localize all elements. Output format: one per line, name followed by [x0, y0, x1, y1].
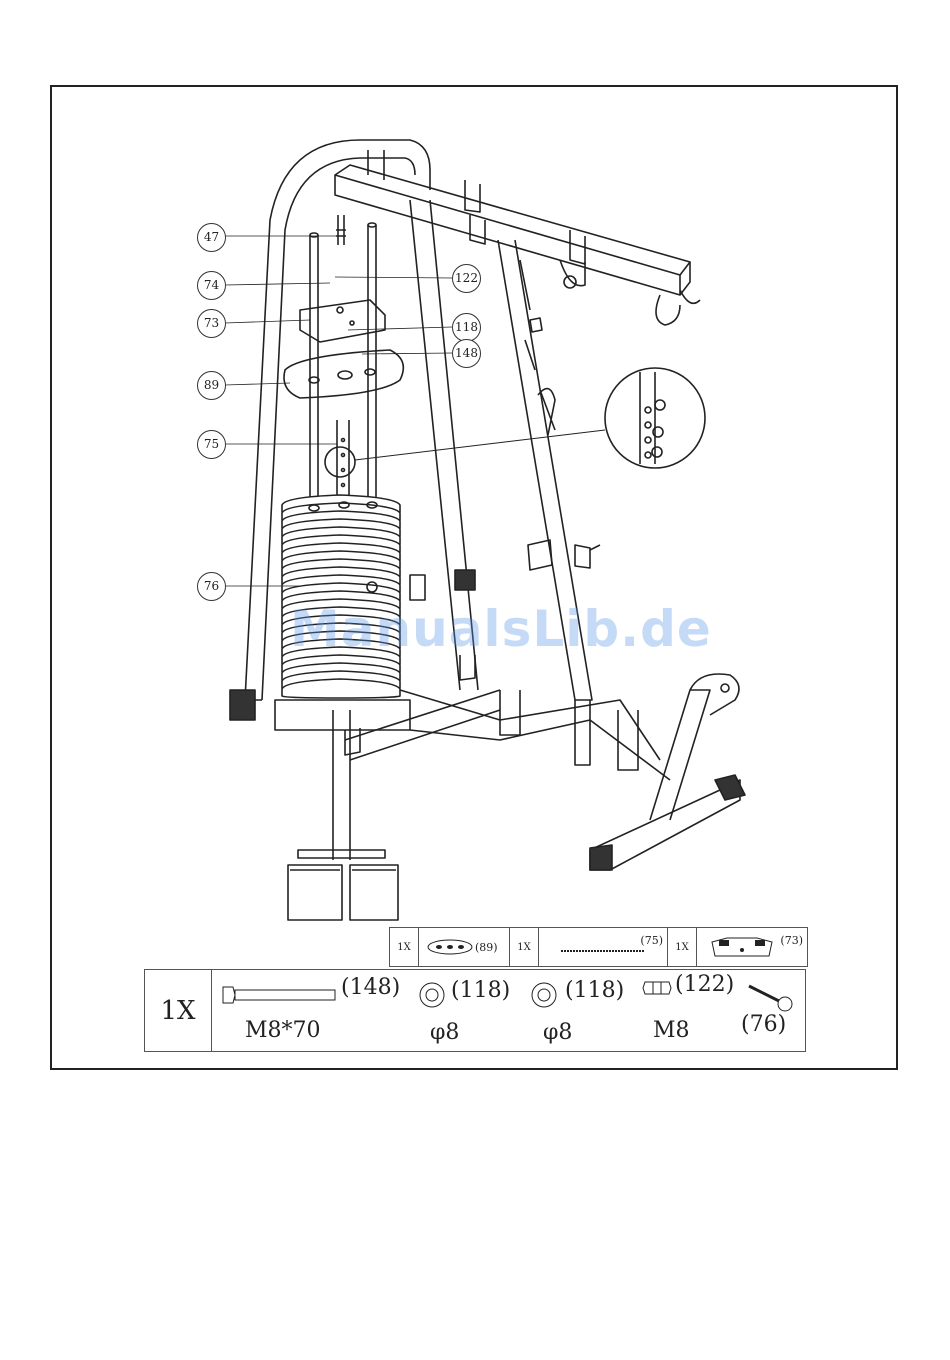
callout-47: 47 [197, 223, 226, 252]
part-ref-122: (122) [675, 972, 734, 997]
qty-label: 1X [510, 928, 539, 966]
nut-icon [641, 977, 673, 999]
bolt-icon [221, 984, 341, 1006]
watermark: ManualsLib.de [290, 600, 670, 658]
part-89-cell: (89) [419, 928, 510, 966]
callout-89: 89 [197, 371, 226, 400]
callout-74: 74 [197, 271, 226, 300]
parts-table-top: 1X (89) 1X (75) 1X (73) [389, 927, 808, 967]
callout-75: 75 [197, 430, 226, 459]
part-ref-148: (148) [341, 975, 400, 1000]
part-spec-118-b: φ8 [543, 1020, 572, 1045]
top-beam [335, 150, 700, 325]
part-spec-148: M8*70 [245, 1018, 321, 1043]
part-ref-76: (76) [741, 1012, 786, 1037]
callout-73: 73 [197, 309, 226, 338]
selector-plate [284, 350, 403, 398]
detail-magnifier [325, 368, 705, 477]
part-ref-118: (118) [451, 978, 510, 1003]
part-ref: (89) [475, 941, 498, 954]
qty-label: 1X [145, 970, 212, 1051]
guide-rods [310, 215, 376, 520]
callout-76: 76 [197, 572, 226, 601]
weight-plate [282, 679, 400, 698]
callout-148: 148 [452, 339, 481, 368]
part-ref: (73) [780, 934, 803, 947]
callout-118: 118 [452, 313, 481, 342]
part-ref: (75) [640, 934, 663, 947]
part-73-cell: (73) [697, 928, 807, 966]
pin-icon [745, 982, 795, 1012]
top-plate-icon [707, 934, 777, 960]
part-spec-122: M8 [653, 1018, 690, 1043]
weight-stack [282, 495, 400, 698]
top-plate [300, 300, 385, 342]
stem-icon [559, 937, 649, 957]
plate-icon [425, 935, 475, 959]
qty-label: 1X [390, 928, 419, 966]
part-ref-118-b: (118) [565, 978, 624, 1003]
washer-icon [529, 980, 559, 1010]
parts-table-hardware: 1X (148) M8*70 (118) φ8 (118) φ8 (122) M… [144, 969, 806, 1052]
part-75-cell: (75) [539, 928, 668, 966]
qty-label: 1X [668, 928, 697, 966]
footplate-assembly [288, 710, 398, 920]
washer-icon [417, 980, 447, 1010]
callout-122: 122 [452, 264, 481, 293]
part-spec-118: φ8 [430, 1020, 459, 1045]
